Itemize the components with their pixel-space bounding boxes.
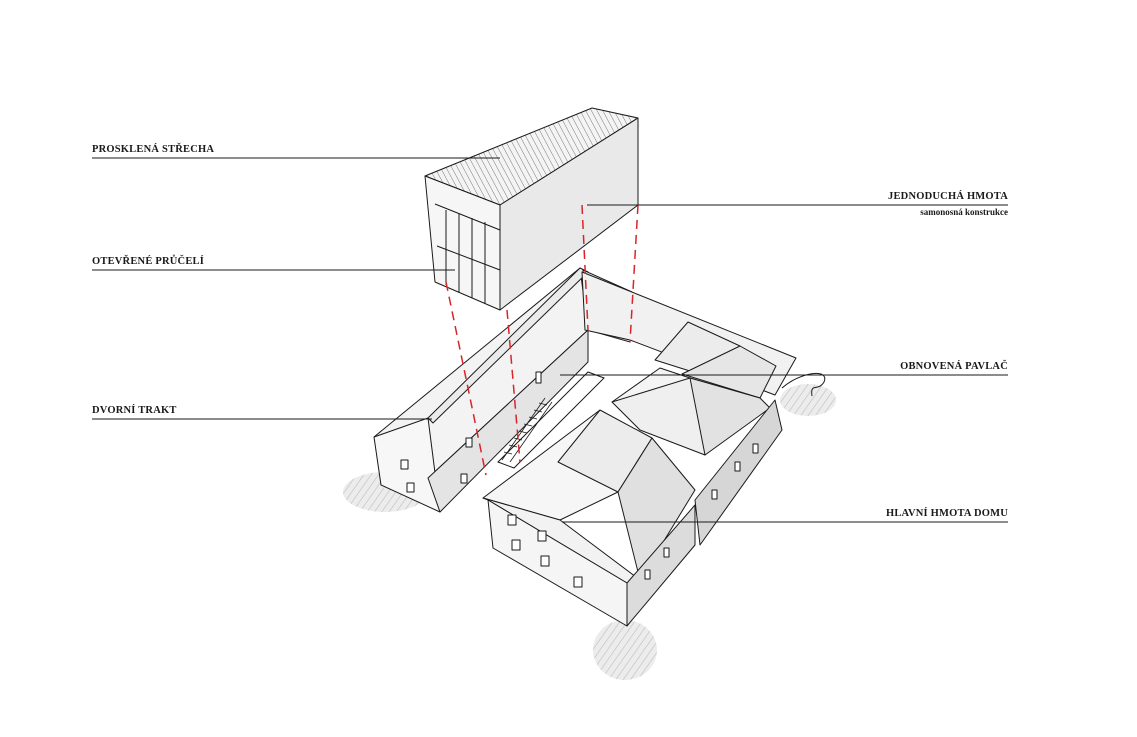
facade-mullions [434,203,501,304]
shadow-right [780,384,836,416]
label-glass-roof: PROSKLENÁ STŘECHA [92,144,215,155]
open-facade [424,175,501,311]
window [752,443,759,454]
window [400,459,409,470]
window [644,569,651,580]
main-roof-far-hip-2 [681,345,777,399]
leader-lines [92,157,1008,523]
gallery-floor [497,371,605,469]
projection-lines [445,204,639,476]
shadow-bottom [593,620,657,680]
window [511,539,521,551]
window [663,547,670,558]
window [465,437,473,448]
main-mass [482,271,826,627]
window [734,461,741,472]
window [711,489,718,500]
window [460,473,468,484]
window [535,371,542,384]
window [537,530,547,542]
window [406,482,415,493]
main-side-wall [626,504,696,627]
label-courtyard-wing: DVORNÍ TRAKT [92,405,177,416]
courtyard-wing [373,267,589,513]
label-main-mass: HLAVNÍ HMOTA DOMU [885,508,1008,519]
label-simple-mass-sub: samonosná konstrukce [920,207,1008,217]
label-open-facade: OTEVŘENÉ PRŮČELÍ [92,256,205,267]
window [507,514,517,526]
window [573,576,583,588]
stair [501,397,553,463]
label-simple-mass: JEDNODUCHÁ HMOTA [888,191,1008,202]
simple-mass [424,107,639,311]
window [540,555,550,567]
label-restored-gallery: OBNOVENÁ PAVLAČ [900,361,1008,372]
main-roof-front-right [617,437,696,581]
main-side-wall-far [694,399,783,546]
courtyard-wing-side-wall [427,329,589,513]
ramp-curve [781,372,826,397]
